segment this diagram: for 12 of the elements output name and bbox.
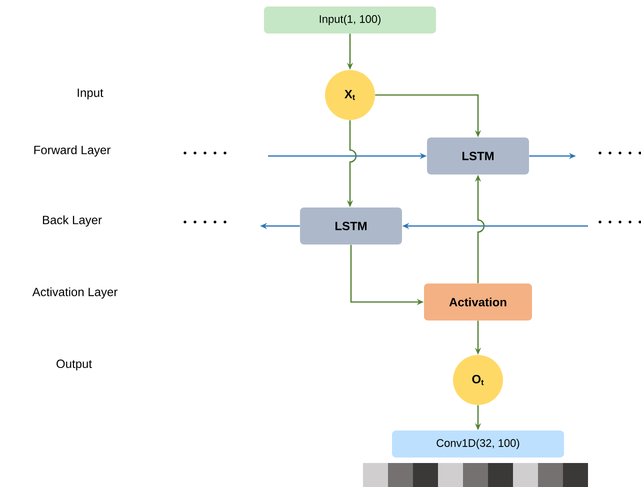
- layer-label: Output: [56, 360, 92, 370]
- process-box: Input(1, 100): [264, 6, 436, 34]
- layer-label: Forward Layer: [34, 145, 110, 157]
- process-box: LSTM: [300, 208, 402, 244]
- process-box: Activation: [424, 284, 532, 320]
- layer-label: Back Layer: [42, 215, 102, 227]
- layer-label: Activation Layer: [32, 287, 118, 299]
- circle-node: O$_{t}$: [453, 355, 503, 405]
- process-box: LSTM: [427, 138, 529, 174]
- layer-label: Input: [78, 88, 104, 100]
- circle-node: X$_{t}$: [325, 70, 375, 120]
- process-box: Conv1D(32, 100): [392, 430, 564, 458]
